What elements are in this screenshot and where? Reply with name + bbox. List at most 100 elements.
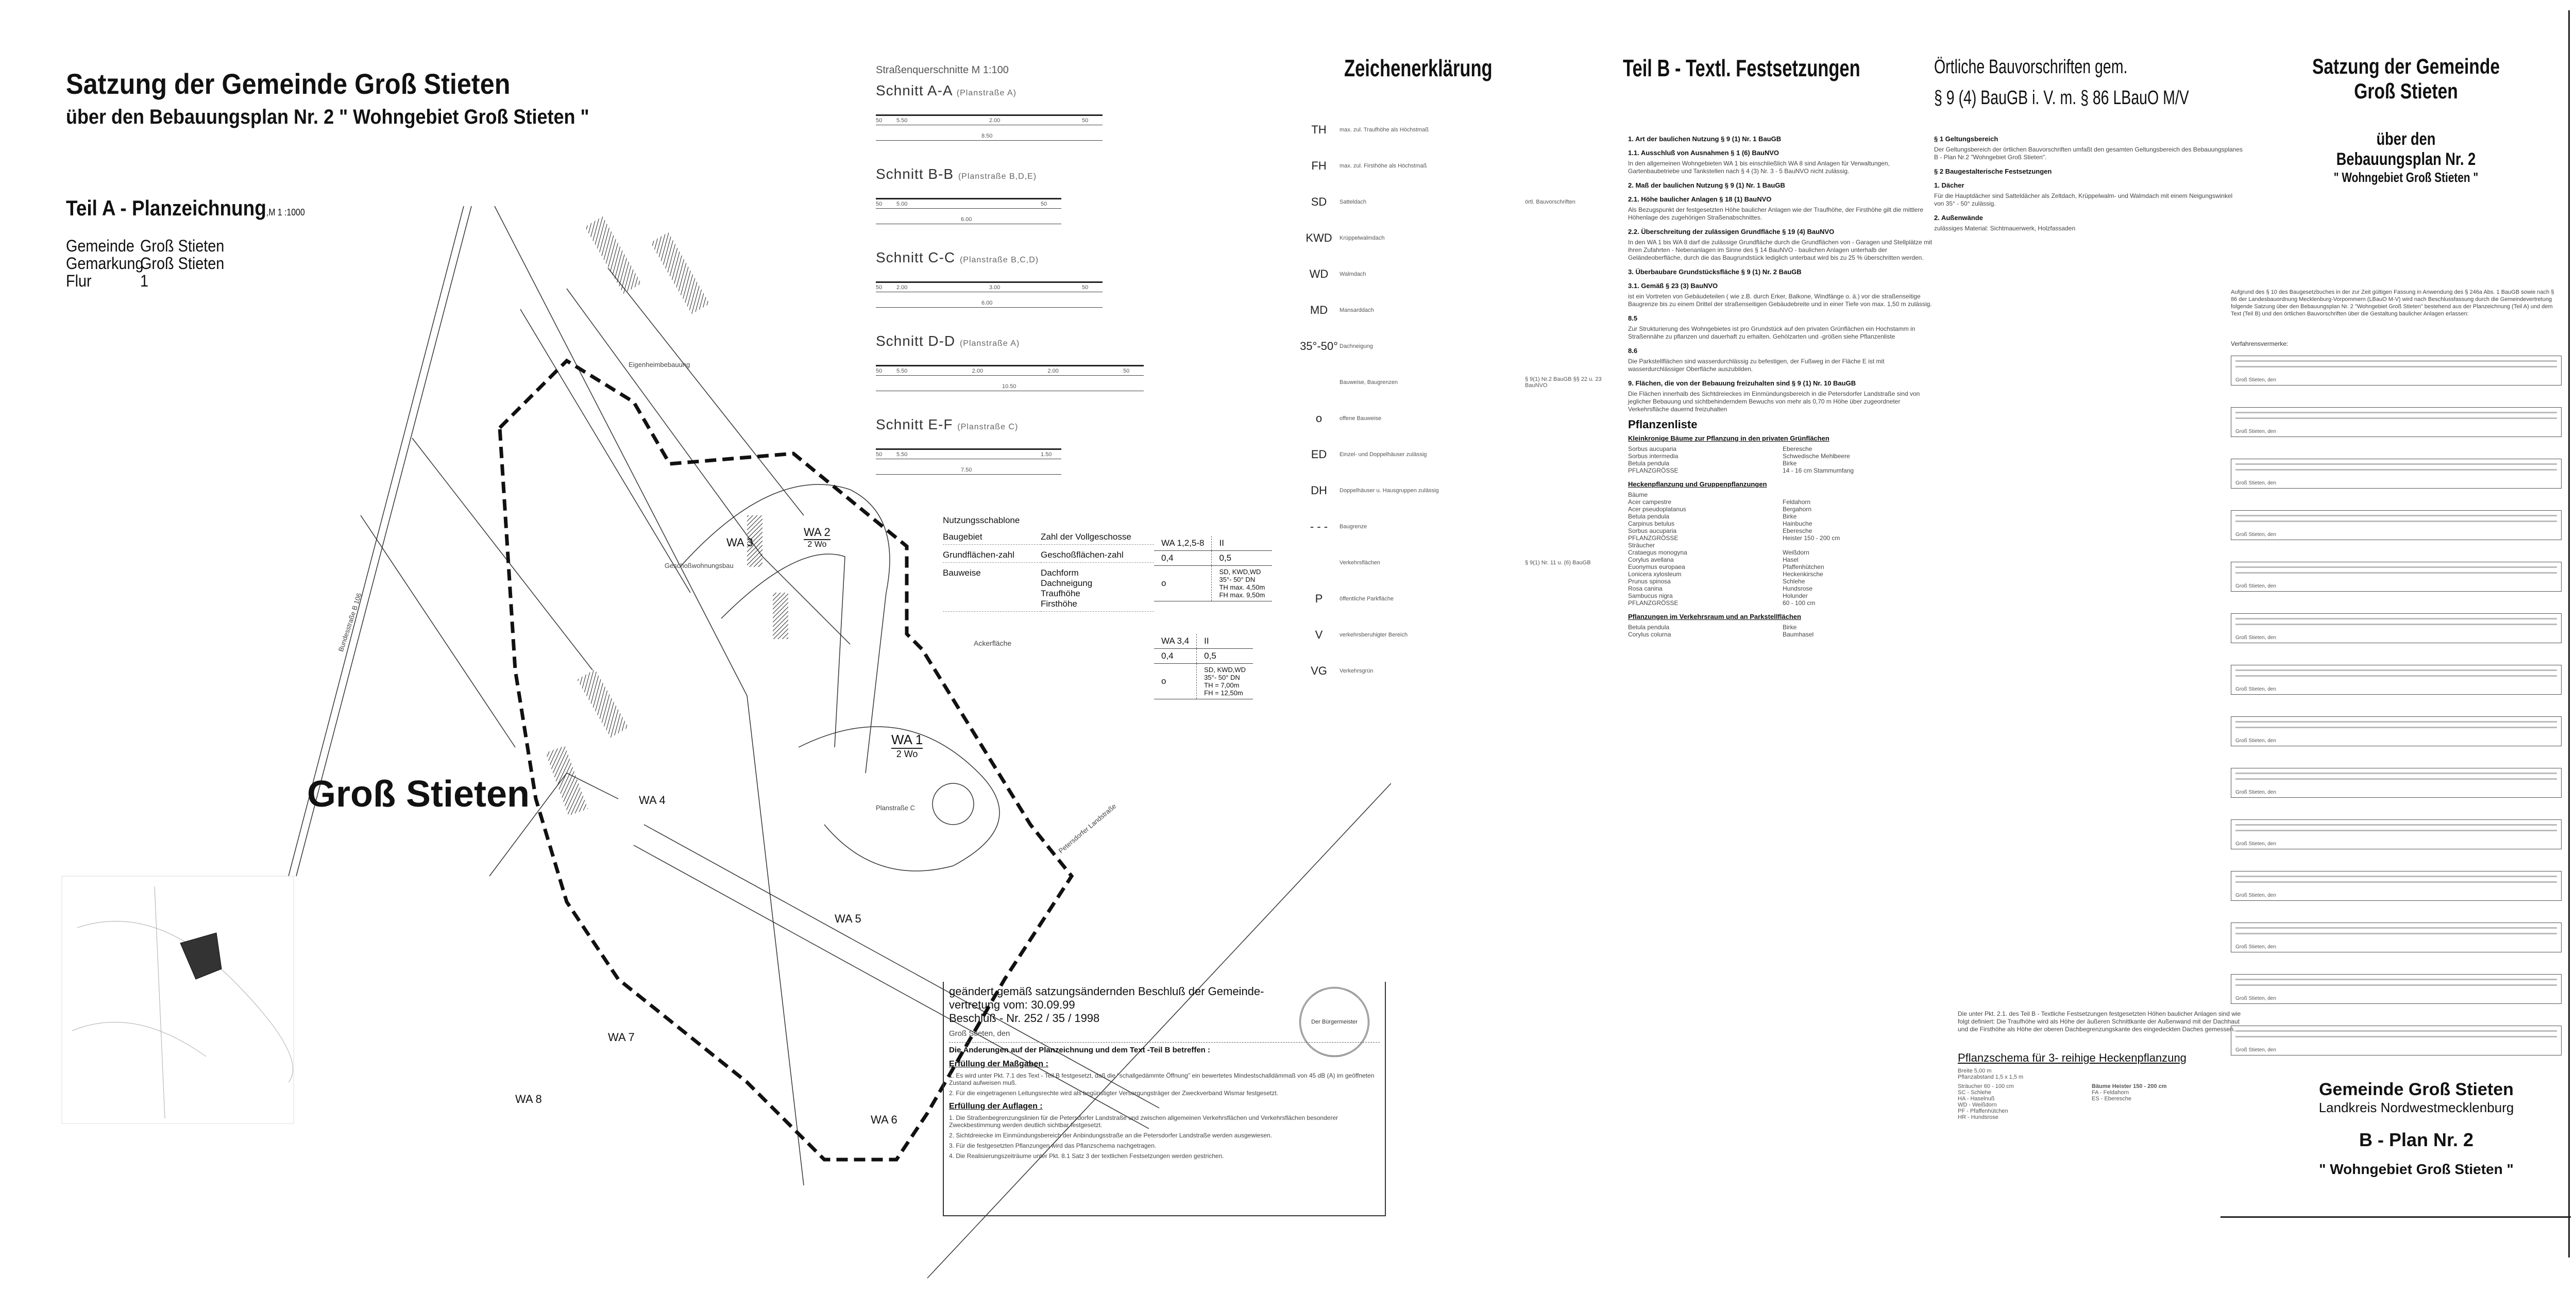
dimension-line xyxy=(876,375,1144,376)
legend-symbol: FH xyxy=(1311,159,1327,172)
text-line xyxy=(2235,727,2557,728)
legend-symbol: V xyxy=(1315,628,1323,641)
legend-text: Doppelhäuser u. Hausgruppen zulässig xyxy=(1340,488,1439,494)
legend-symbol: - - - xyxy=(1310,520,1328,533)
legend-reference: örtl. Bauvorschriften xyxy=(1525,199,1575,205)
statute-title: Satzung der Gemeinde Groß Stieten über d… xyxy=(2257,54,2555,186)
text-line xyxy=(2235,1036,2557,1037)
section-heading: 1.1. Ausschluß von Ausnahmen § 1 (6) Bau… xyxy=(1628,149,1780,157)
section-label: Schnitt A-A (Planstraße A) xyxy=(876,82,1195,99)
dimension-value: 5.50 xyxy=(896,118,908,124)
shrub-item: WD - Weißdorn xyxy=(1958,1102,1997,1108)
key-cell: Geschoßflächen-zahl xyxy=(1041,550,1154,563)
part-a-heading: Teil A - Planzeichnung,M 1 :1000 xyxy=(66,196,305,221)
statute-name: " Wohngebiet Groß Stieten " xyxy=(2333,170,2479,185)
massgabe-item: 2. Für die eingetragenen Leitungsrechte … xyxy=(949,1089,1278,1097)
plant-latin: Rosa canina xyxy=(1628,585,1663,592)
tree-item: ES - Eberesche xyxy=(2092,1096,2132,1102)
legend-title: Zeichenerklärung xyxy=(1344,55,1493,81)
legend-text: Baugrenze xyxy=(1340,524,1367,530)
area-label-wa6: WA 6 xyxy=(871,1113,897,1126)
section-text: Die Parkstellflächen sind wasserdurchläs… xyxy=(1628,358,1885,373)
procedure-signature: Groß Stieten, den xyxy=(2235,377,2276,383)
legend-symbol: SD xyxy=(1311,195,1327,208)
box-gfz: 0,5 xyxy=(1196,648,1253,664)
plant-common: Heckenkirsche xyxy=(1783,571,1823,578)
key-cell: Baugebiet xyxy=(943,532,1041,545)
box-gfz: 0,5 xyxy=(1211,550,1273,566)
dimension-value: 50 xyxy=(1123,368,1130,374)
procedure-note-box: Groß Stieten, den xyxy=(2231,510,2562,540)
section-note: (Planstraße A) xyxy=(956,89,1017,97)
legend-symbol: KWD xyxy=(1306,231,1332,244)
section-text: In den allgemeinen Wohngebieten WA 1 bis… xyxy=(1628,160,1890,175)
box-grz: 0,4 xyxy=(1154,550,1212,566)
legend-item: Bauweise, Baugrenzen§ 9(1) Nr.2 BauGB §§… xyxy=(1298,374,1628,391)
footer-name: " Wohngebiet Groß Stieten " xyxy=(2319,1161,2514,1177)
legend-item: 35°-50°Dachneigung xyxy=(1298,338,1628,355)
official-seal: Der Bürgermeister xyxy=(1299,987,1369,1057)
section-name: Schnitt E-F xyxy=(876,416,958,432)
procedure-note-box: Groß Stieten, den xyxy=(2231,923,2562,952)
plant-common xyxy=(1783,491,1927,498)
note-massgaben-heading: Erfüllung der Maßgaben : xyxy=(949,1060,1048,1068)
procedure-note-box: Groß Stieten, den xyxy=(2231,974,2562,1004)
text-line xyxy=(2235,572,2557,574)
dimension-value: 2.00 xyxy=(1047,368,1059,374)
auflagen-list: 1. Die Straßenbegrenzungslinien für die … xyxy=(949,1114,1380,1160)
note-line: vertretung vom: 30.09.99 xyxy=(949,998,1075,1011)
section-heading: 9. Flächen, die von der Bebauung freizuh… xyxy=(1628,379,1856,387)
section-text: Zur Strukturierung des Wohngebietes ist … xyxy=(1628,325,1916,340)
text-line xyxy=(2235,412,2557,413)
procedure-note-box: Groß Stieten, den xyxy=(2231,768,2562,798)
note-line: geändert gemäß satzungsändernden Beschlu… xyxy=(949,985,1264,998)
total-dimension: 6.00 xyxy=(961,216,972,223)
note-auflagen-heading: Erfüllung der Auflagen : xyxy=(949,1102,1043,1111)
legend-text: Einzel- und Doppelhäuser zulässig xyxy=(1340,451,1427,458)
section-name: Schnitt C-C xyxy=(876,249,960,265)
title-block: Gemeinde Groß Stieten Landkreis Nordwest… xyxy=(2267,1080,2566,1178)
frame-bottom xyxy=(2221,1216,2571,1218)
meta-value: Groß Stieten xyxy=(140,237,225,255)
procedure-signature: Groß Stieten, den xyxy=(2235,429,2276,434)
area-label-wa3: WA 3 xyxy=(726,536,753,549)
key-cell: Zahl der Vollgeschosse xyxy=(1041,532,1154,545)
section-text: Die Flächen innerhalb des Sichtdreieckes… xyxy=(1628,390,1920,413)
plant-group-heading: Heckenpflanzung und Gruppenpflanzungen xyxy=(1628,480,1767,488)
legend-text: Mansarddach xyxy=(1340,307,1374,313)
legend-text: Verkehrsflächen xyxy=(1340,560,1380,566)
plan-subtitle: über den Bebauungsplan Nr. 2 " Wohngebie… xyxy=(66,106,589,128)
eaves-height: TH = 7,00m xyxy=(1204,681,1240,689)
text-line xyxy=(2235,933,2557,934)
plan-label: Eigenheimbebauung xyxy=(629,361,690,368)
shrubs-heading: Sträucher 60 - 100 cm xyxy=(1958,1083,2014,1089)
road-surface-line xyxy=(876,114,1103,116)
usage-template-title: Nutzungsschablone xyxy=(943,515,1020,525)
note-place-date: Groß Stieten, den xyxy=(949,1029,1010,1038)
ridge-height: FH max. 9,50m xyxy=(1219,591,1265,599)
text-line xyxy=(2235,675,2557,677)
scheme-line: Breite 5,00 m xyxy=(1958,1068,1992,1074)
plant-common: Eberesche xyxy=(1783,527,1812,534)
dimension-value: 50 xyxy=(876,118,883,124)
total-dimension: 8.50 xyxy=(981,133,993,139)
section-heading: 3.1. Gemäß § 23 (3) BauNVO xyxy=(1628,282,1718,290)
section-note: (Planstraße B,D,E) xyxy=(958,172,1037,181)
plan-boundary xyxy=(498,358,1074,1162)
shrub-item: HA - Haselnuß xyxy=(1958,1096,1995,1102)
dimension-value: 5.50 xyxy=(896,368,908,374)
plant-latin: PFLANZGRÖSSE xyxy=(1628,534,1679,542)
